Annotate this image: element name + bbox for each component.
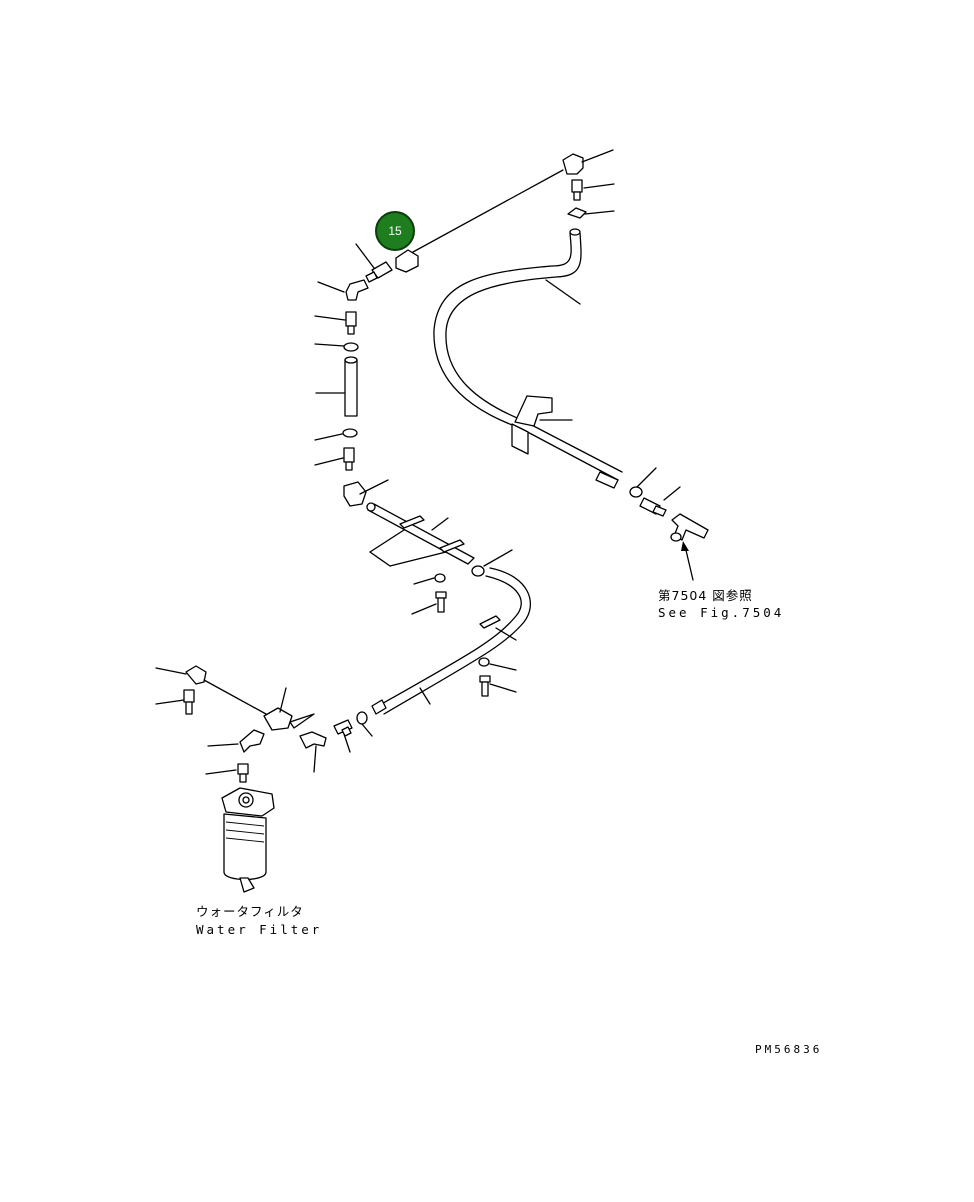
- callout-number: 15: [388, 224, 402, 238]
- callout-badge[interactable]: 15: [375, 211, 415, 251]
- water-filter-label-en: Water Filter: [196, 922, 322, 937]
- see-figure-label-en: See Fig.7504: [658, 605, 784, 620]
- upper-right-fittings: [562, 149, 615, 219]
- water-filter-assembly: [155, 665, 315, 893]
- middle-pipe-assembly: [366, 502, 513, 615]
- callout-circle[interactable]: [375, 211, 415, 251]
- leader-line-callout: [412, 169, 564, 253]
- water-filter-label-jp: ウォータフィルタ: [196, 904, 304, 919]
- vertical-fuel-line: [314, 243, 419, 507]
- hose-upper-right: [433, 228, 709, 581]
- lower-hose: [299, 567, 532, 773]
- see-figure-label-jp: 第7504 図参照: [658, 588, 753, 603]
- drawing-number: PM56836: [755, 1043, 822, 1056]
